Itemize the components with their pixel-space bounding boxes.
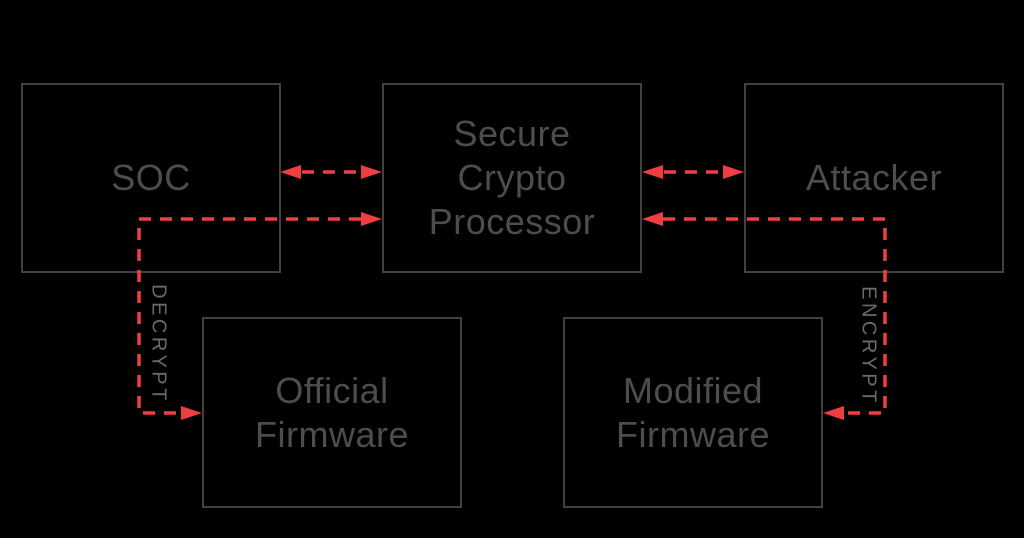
arrowhead-into-attacker (723, 165, 744, 179)
node-modified-label-line1: Modified (622, 369, 764, 411)
node-soc-label: SOC (111, 157, 191, 198)
arrowhead-into-crypto-left-top (361, 165, 382, 179)
arrowhead-into-crypto-left-lower (361, 212, 382, 226)
decrypt-edge-label: DECRYPT (147, 284, 170, 404)
node-official-firmware: Official Firmware (202, 317, 462, 508)
node-crypto-label-line3: Processor (428, 201, 596, 242)
node-secure-crypto-processor: Secure Crypto Processor (382, 83, 642, 273)
node-attacker: Attacker (744, 83, 1004, 273)
node-official-label-line1: Official (275, 369, 389, 411)
arrowhead-into-crypto-right-lower (642, 212, 663, 226)
arrowhead-into-soc (280, 165, 301, 179)
arrowhead-into-modified-firmware (823, 406, 844, 420)
node-crypto-label-line1: Secure (453, 113, 571, 154)
node-attacker-label: Attacker (805, 157, 943, 198)
node-modified-label-line2: Firmware (616, 413, 770, 455)
encrypt-edge-label: ENCRYPT (857, 286, 880, 406)
node-official-label-line2: Firmware (255, 413, 409, 455)
node-crypto-label-line2: Crypto (457, 157, 567, 198)
node-modified-firmware: Modified Firmware (563, 317, 823, 508)
arrowhead-into-official-firmware (181, 406, 202, 420)
node-soc: SOC (21, 83, 281, 273)
arrowhead-into-crypto-right-top (642, 165, 663, 179)
